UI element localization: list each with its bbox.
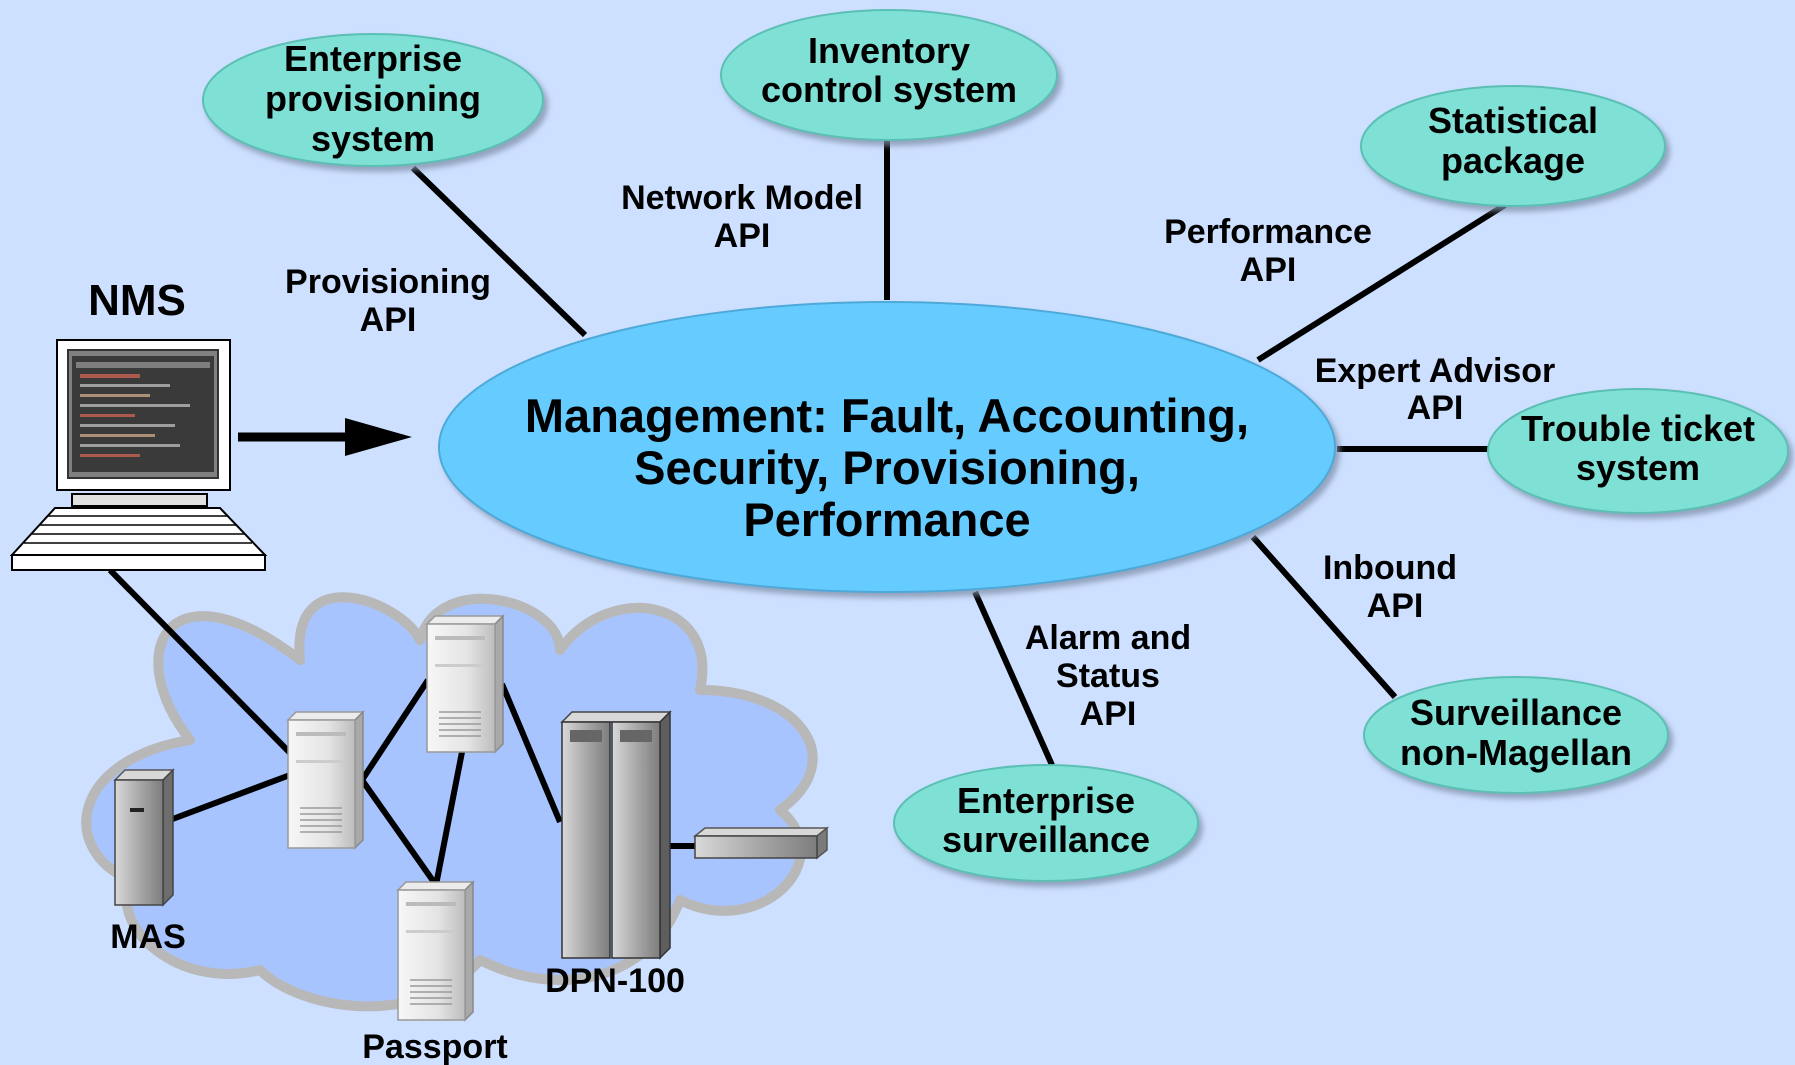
link-server-b-passport xyxy=(433,751,465,886)
inbound-api-line-2: API xyxy=(1367,587,1424,625)
system-inventory-control: Inventory control system xyxy=(720,9,1058,141)
performance-api-line-1: Performance xyxy=(1164,213,1372,251)
statistical-package-line-2: package xyxy=(1441,140,1585,181)
nms-label: NMS xyxy=(88,276,186,325)
system-statistical-package: Statistical package xyxy=(1360,85,1666,207)
network-model-api-line-2: API xyxy=(714,217,771,255)
inventory-control-line-1: Inventory xyxy=(808,30,970,71)
arrow-nms-to-management xyxy=(238,418,412,456)
inventory-control-line-2: control system xyxy=(761,69,1017,110)
server-icon xyxy=(426,623,496,753)
statistical-package-line-1: Statistical xyxy=(1428,100,1598,141)
server-b xyxy=(425,614,505,754)
monitor-stand xyxy=(71,493,208,507)
management-line-3: Performance xyxy=(743,493,1030,546)
performance-api-line-2: API xyxy=(1240,251,1297,289)
server-icon xyxy=(287,719,356,849)
nms-computer: NMS xyxy=(9,276,268,571)
alarm-status-api-line-2: Status xyxy=(1056,657,1160,695)
link-server-b-dpn xyxy=(499,682,563,824)
keyboard-icon xyxy=(9,507,268,556)
mas-tower-icon xyxy=(114,779,164,906)
dpn-module xyxy=(692,826,830,860)
mas-label: MAS xyxy=(110,918,186,956)
link-statistical-package xyxy=(1256,202,1507,363)
management-line-1: Management: Fault, Accounting, xyxy=(525,389,1249,442)
expert-advisor-api-line-1: Expert Advisor xyxy=(1315,352,1556,390)
link-enterprise-provisioning xyxy=(410,165,588,338)
surveillance-line-1: Surveillance xyxy=(1410,692,1622,733)
network-model-api-line-1: Network Model xyxy=(621,179,863,217)
surveillance-line-2: non-Magellan xyxy=(1400,732,1632,773)
modem-icon xyxy=(694,835,818,859)
link-nms-network xyxy=(107,567,298,761)
enterprise-provisioning-line-1: Enterprise xyxy=(284,38,462,79)
link-mas xyxy=(168,772,292,823)
enterprise-provisioning-line-3: system xyxy=(311,118,435,159)
inbound-api-line-1: Inbound xyxy=(1323,549,1457,587)
api-labels: Provisioning API Network Model API Perfo… xyxy=(285,179,1555,733)
dpn-100-device: DPN-100 xyxy=(545,710,685,1000)
management-line-2: Security, Provisioning, xyxy=(634,441,1140,494)
link-enterprise-surveillance xyxy=(972,590,1055,767)
enterprise-surveillance-line-1: Enterprise xyxy=(957,780,1135,821)
system-surveillance-non-magellan: Surveillance non-Magellan xyxy=(1363,676,1669,794)
trouble-ticket-line-2: system xyxy=(1576,447,1700,488)
mas-device: MAS xyxy=(110,768,186,956)
dpn-label: DPN-100 xyxy=(545,962,685,1000)
enterprise-surveillance-line-2: surveillance xyxy=(942,819,1150,860)
screen-content-icon xyxy=(76,362,210,457)
passport-device: Passport xyxy=(362,880,508,1065)
link-surveillance-non-magellan xyxy=(1250,535,1398,699)
dpn-rack-left-icon xyxy=(561,721,611,959)
enterprise-provisioning-line-2: provisioning xyxy=(265,78,481,119)
link-server-a-server-b xyxy=(359,678,431,782)
provisioning-api-line-1: Provisioning xyxy=(285,263,491,301)
system-trouble-ticket: Trouble ticket system xyxy=(1487,388,1789,514)
passport-server-icon xyxy=(397,889,466,1021)
expert-advisor-api-line-2: API xyxy=(1407,389,1464,427)
alarm-status-api-line-3: API xyxy=(1080,695,1137,733)
trouble-ticket-line-1: Trouble ticket xyxy=(1521,408,1755,449)
connection-lines xyxy=(107,140,1507,887)
alarm-status-api-line-1: Alarm and xyxy=(1025,619,1191,657)
system-enterprise-surveillance: Enterprise surveillance xyxy=(893,764,1199,882)
passport-label: Passport xyxy=(362,1028,508,1065)
management-hub: Management: Fault, Accounting, Security,… xyxy=(438,301,1336,593)
server-a xyxy=(286,710,365,850)
system-enterprise-provisioning: Enterprise provisioning system xyxy=(202,33,544,167)
provisioning-api-line-2: API xyxy=(360,301,417,339)
dpn-rack-right-icon xyxy=(611,721,661,959)
link-server-a-passport xyxy=(359,778,439,887)
